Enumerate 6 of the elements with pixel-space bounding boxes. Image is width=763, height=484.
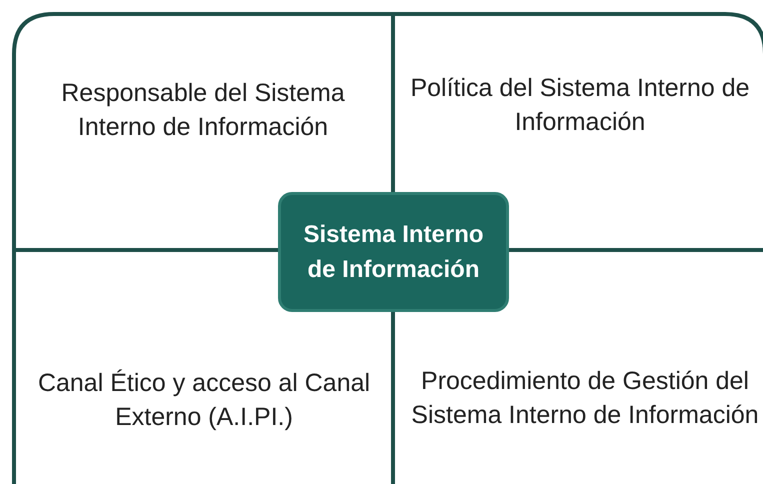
quadrant-label: Procedimiento de Gestión del Sistema Interno de Información xyxy=(410,366,760,430)
quadrant-label: Política del Sistema Interno de Información xyxy=(409,73,751,138)
quadrant-label: Responsable del Sistema Interno de Información xyxy=(60,78,346,143)
quadrant-label: Canal Ético y acceso al Canal Externo (A.I.PI.) xyxy=(36,368,372,433)
center-title: Sistema Interno de Información xyxy=(302,220,485,285)
center-box xyxy=(278,192,509,312)
